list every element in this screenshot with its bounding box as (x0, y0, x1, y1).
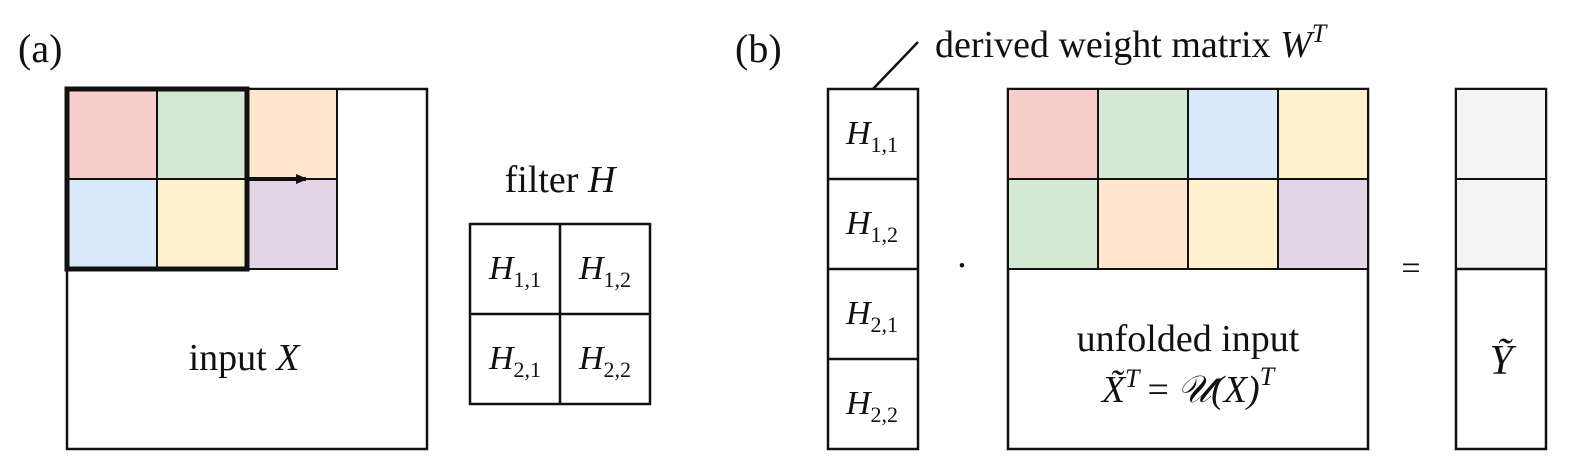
dot-operator: · (956, 245, 969, 287)
weight-cell-h21: H2,1 (845, 295, 898, 337)
equals-operator: = (1401, 250, 1420, 287)
output-cell-2 (1455, 178, 1547, 270)
unfolded-input-formula: X̃T=𝒰(X)T (1100, 362, 1276, 411)
filter-cell-h22: H2,2 (578, 340, 631, 382)
window-cell-3 (246, 88, 338, 180)
filter-cell-h12: H1,2 (578, 250, 631, 292)
unfolded-input-label: unfolded input (1077, 318, 1300, 360)
weight-cell-h12: H1,2 (845, 205, 898, 247)
window-cell-6 (246, 178, 338, 270)
filter-h-label: filter H (505, 159, 618, 201)
unfolded-cell-r1c1 (1007, 88, 1099, 180)
unfolded-cell-r2c2 (1097, 178, 1189, 270)
filter-cell-h11: H1,1 (488, 250, 541, 292)
unfolded-cell-r1c4 (1277, 88, 1369, 180)
filter-cell-h21: H2,1 (488, 340, 541, 382)
weight-cell-h11: H1,1 (845, 115, 898, 157)
weight-callout-line (872, 41, 919, 90)
unfolded-cell-r1c2 (1097, 88, 1189, 180)
weight-cell-h22: H2,2 (845, 385, 898, 427)
window-cell-5 (156, 178, 248, 270)
output-y-label: Ỹ (1489, 338, 1517, 384)
panel-b-tag: (b) (735, 26, 782, 71)
unfolded-cell-r2c4 (1277, 178, 1369, 270)
window-cell-2 (156, 88, 248, 180)
unfolded-cell-r2c1 (1007, 178, 1099, 270)
window-cell-1 (66, 88, 158, 180)
output-cell-1 (1455, 88, 1547, 180)
window-cell-4 (66, 178, 158, 270)
panel-a-tag: (a) (18, 26, 62, 71)
unfolded-cell-r1c3 (1187, 88, 1279, 180)
weight-matrix-label: derived weight matrix WT (935, 19, 1328, 66)
input-x-label: input X (189, 337, 302, 379)
unfolded-cell-r2c3 (1187, 178, 1279, 270)
